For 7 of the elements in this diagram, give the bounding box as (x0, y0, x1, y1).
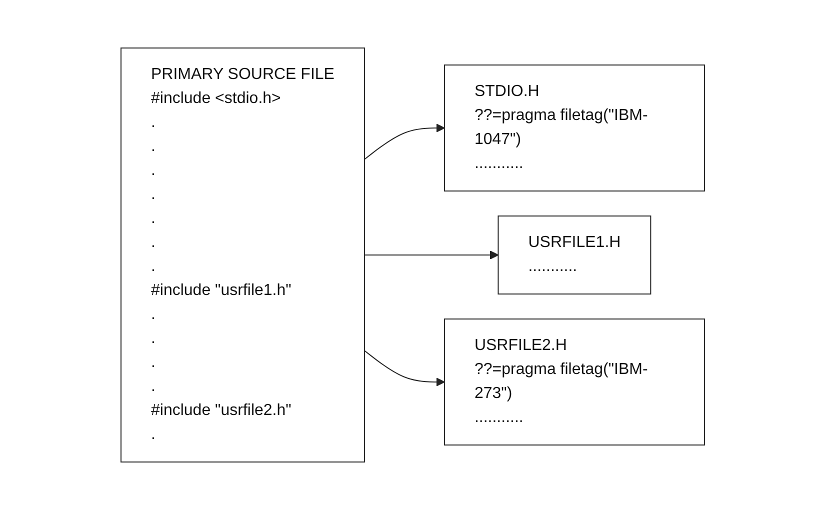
node-box: PRIMARY SOURCE FILE #include <stdio.h> . . . . . . . #include "usrfile1.h" . . . . #include "usrfile2.h" . (120, 48, 366, 462)
node-box: USRFILE1.H ........... (498, 216, 652, 294)
node-box: STDIO.H ??=pragma filetag("IBM-1047") ........... (444, 64, 706, 192)
arrow (364, 250, 499, 260)
arrow (364, 350, 446, 386)
arrow (364, 124, 446, 160)
node-box: USRFILE2.H ??=pragma filetag("IBM-273") ........... (444, 318, 706, 446)
